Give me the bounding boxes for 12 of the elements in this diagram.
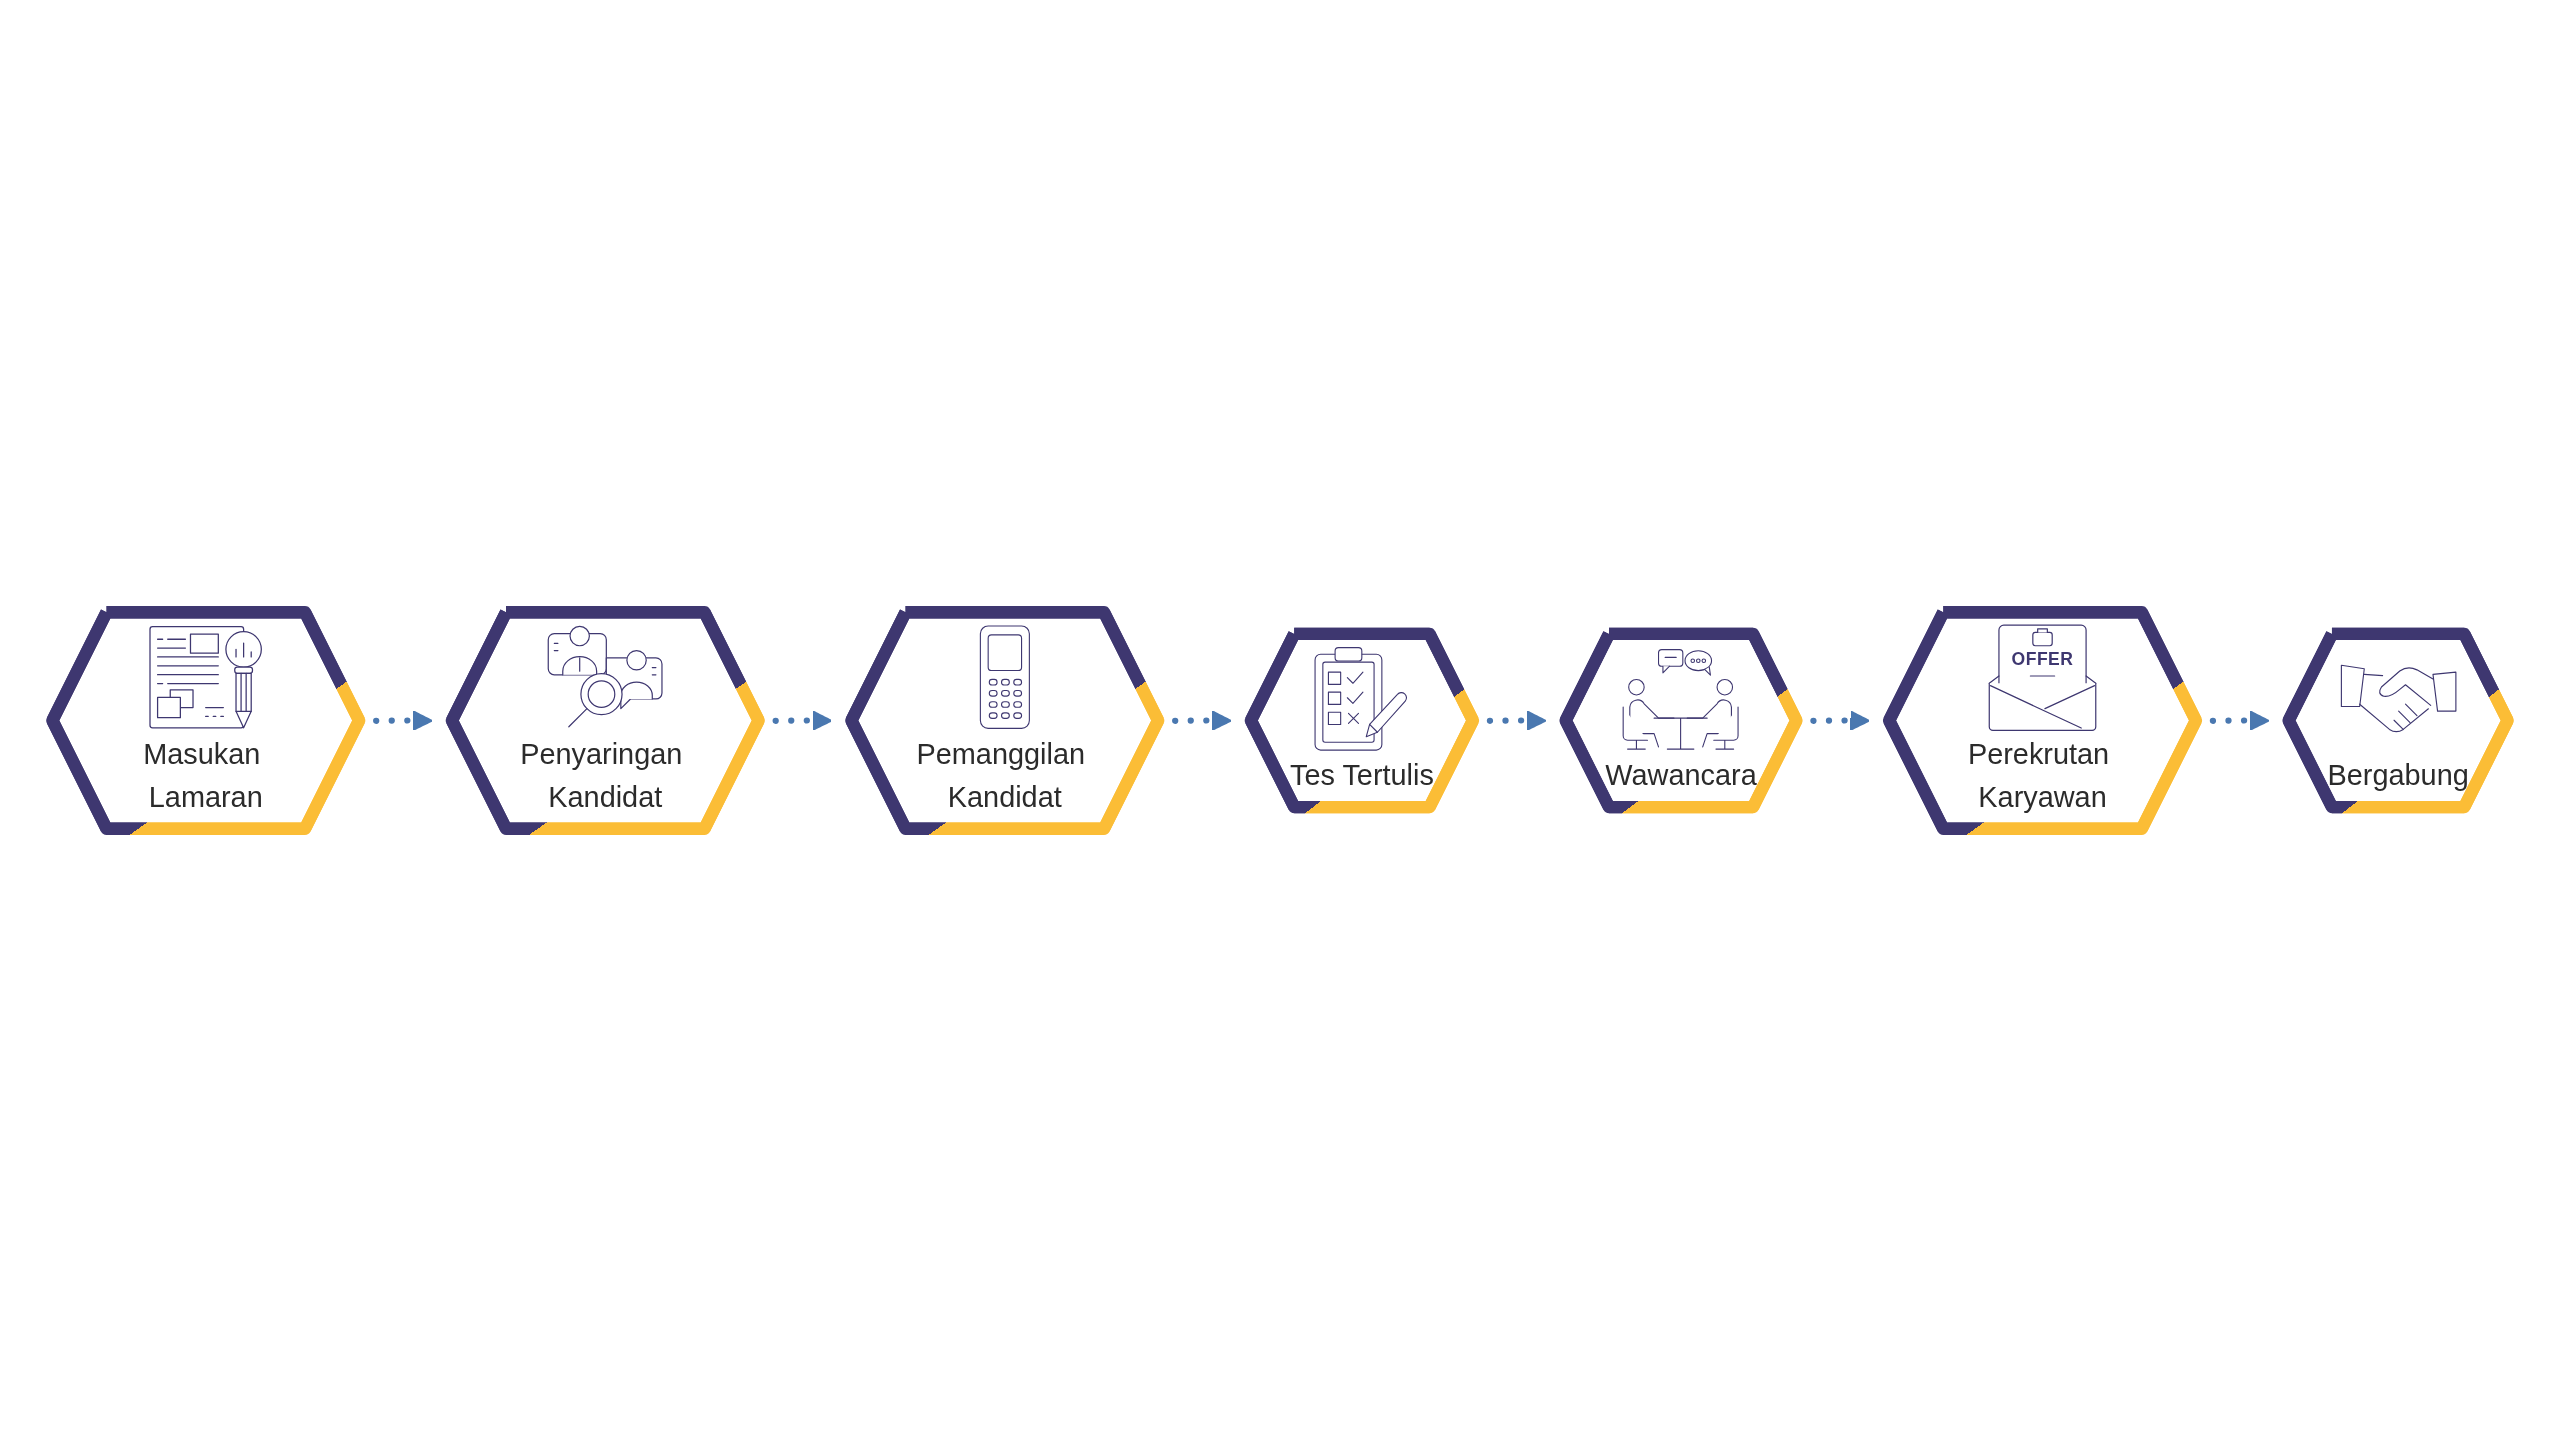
dotted-arrow <box>1172 709 1234 731</box>
step-title: Wawancara <box>1605 758 1757 794</box>
dotted-arrow <box>2209 709 2272 731</box>
dotted-arrow <box>1486 709 1549 731</box>
step-title: Pemanggilan Kandidat <box>915 736 1086 815</box>
step-title: Perekrutan Karyawan <box>1966 736 2111 815</box>
step-title: Bergabung <box>2327 758 2469 794</box>
letter-text: OFFER <box>2011 649 2074 668</box>
step-title: Tes Tertulis <box>1289 758 1434 794</box>
dotted-arrow <box>373 709 435 731</box>
step-title: Masukan Lamaran <box>142 736 264 815</box>
step-title: Penyaringan Kandidat <box>519 736 684 815</box>
